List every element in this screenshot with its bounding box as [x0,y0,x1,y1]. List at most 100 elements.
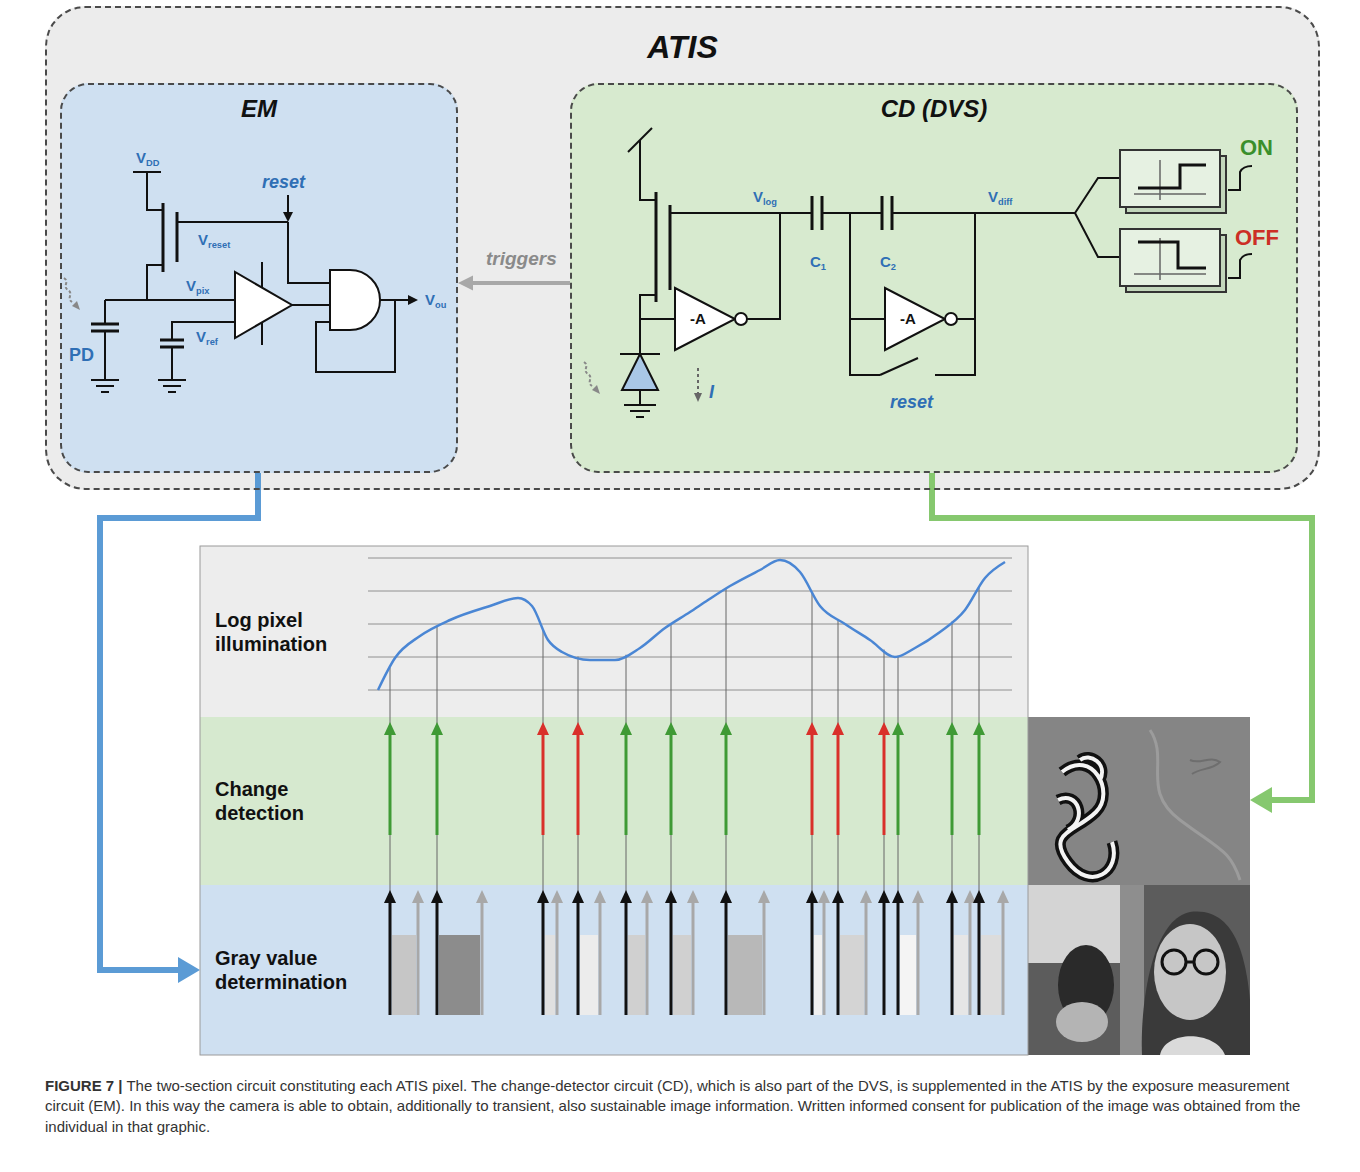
label-anchor: reset [262,172,305,193]
event-arrow [572,722,584,835]
part-name: C2 [880,253,896,270]
em-circuit [104,300,106,324]
event-arrow [806,722,818,835]
readout-arrow [556,902,559,1015]
readout-arrow [1002,902,1005,1015]
cd-circuit [620,353,660,355]
atis-frame: ATISEMCD (DVS) [45,6,1320,490]
label-anchor: reset [890,392,933,413]
grayscale-photo [1028,885,1250,1055]
exposure-bar [673,935,691,1015]
em-circuit [176,212,179,262]
grayscale-photo [1120,885,1144,1055]
sample-line [390,667,391,1015]
cd-circuit [885,288,945,350]
event-arrow [436,734,439,835]
amplifier-gain: -A [900,310,916,327]
control-name: reset [890,392,933,413]
em-circuit [64,172,418,392]
caption-anchor: FIGURE 7 | The two-section circuit const… [45,1076,1320,1137]
readout-arrow [823,902,826,1015]
sample-line [898,656,899,1015]
readout-arrow [599,902,602,1015]
readout-arrow [997,890,1009,1015]
readout-arrow [641,890,653,903]
em-circuit [177,221,288,223]
band-label: Change detection [215,777,365,825]
sample-line [671,624,672,1015]
event-arrow [973,722,985,835]
cd-circuit [655,192,658,302]
exposure-bar [840,935,864,1015]
label-anchor: -A [900,310,916,327]
reset-arrow [431,890,443,903]
connector-line [100,473,258,970]
trigger-arrow [458,276,570,291]
node-fill [200,885,1028,1055]
cd-circuit [639,390,641,405]
grayscale-photo [1162,950,1186,974]
reset-arrow [811,902,814,1015]
connector-line [472,281,570,285]
event-arrow [625,734,628,835]
readout-arrow [758,890,770,1015]
signal-name: Vdiff [988,188,1012,205]
readout-arrow [412,890,424,1015]
event-frame-photo [1058,757,1114,876]
cd-section: CD (DVS) [570,83,1298,473]
reset-arrow [665,890,677,1015]
arrow-head [458,276,473,291]
reset-arrow [897,902,900,1015]
event-arrow [878,722,890,735]
event-arrow [670,734,673,835]
cd-circuit [850,213,885,319]
exposure-bar [981,935,1001,1015]
grayscale-photo [1142,912,1250,1055]
em-circuit [288,222,330,283]
sample-line [884,650,885,1015]
reset-arrow [883,902,886,1015]
signal-name: Vlog [753,188,777,205]
signal-name: Vreset [198,231,230,248]
grayscale-photo [1194,950,1218,974]
band-label: Log pixel illumination [215,608,365,656]
em-circuit [171,347,173,380]
readout-arrow [818,890,830,903]
output-name: ON [1240,135,1273,160]
chart-band: Gray value determination [200,885,1250,1055]
readout-arrow [641,890,653,1015]
cd-circuit [1134,238,1206,280]
event-arrow [572,722,584,735]
cd-circuit [747,213,780,319]
node-fill [200,717,1028,885]
event-arrow [832,722,844,835]
event-frame-photo [1190,759,1220,774]
readout-arrow [692,902,695,1015]
event-arrow [720,722,732,835]
em-circuit [160,340,184,347]
event-arrow [878,722,890,835]
event-arrow [837,734,840,835]
signal-name: Vref [196,328,218,345]
grayscale-photo [1186,961,1194,964]
cd-circuit [1120,150,1220,207]
cd-circuit [1138,165,1206,188]
event-arrow [542,734,545,835]
event-frame-photo [1028,717,1250,885]
node-fill [200,546,1028,717]
label-anchor: Vpix [186,277,209,294]
readout-arrow [763,902,766,1015]
reset-arrow [973,890,985,903]
grid-line [368,558,1012,559]
em-circuit [91,324,119,331]
cd-circuit [1134,160,1206,200]
readout-arrow [969,902,972,1015]
reset-arrow [665,890,677,903]
readout-arrow [758,890,770,903]
event-arrow [665,722,677,835]
reset-arrow [946,890,958,903]
sample-line [578,657,579,1015]
signal-name: VDD [136,149,159,166]
readout-arrow [551,890,563,903]
